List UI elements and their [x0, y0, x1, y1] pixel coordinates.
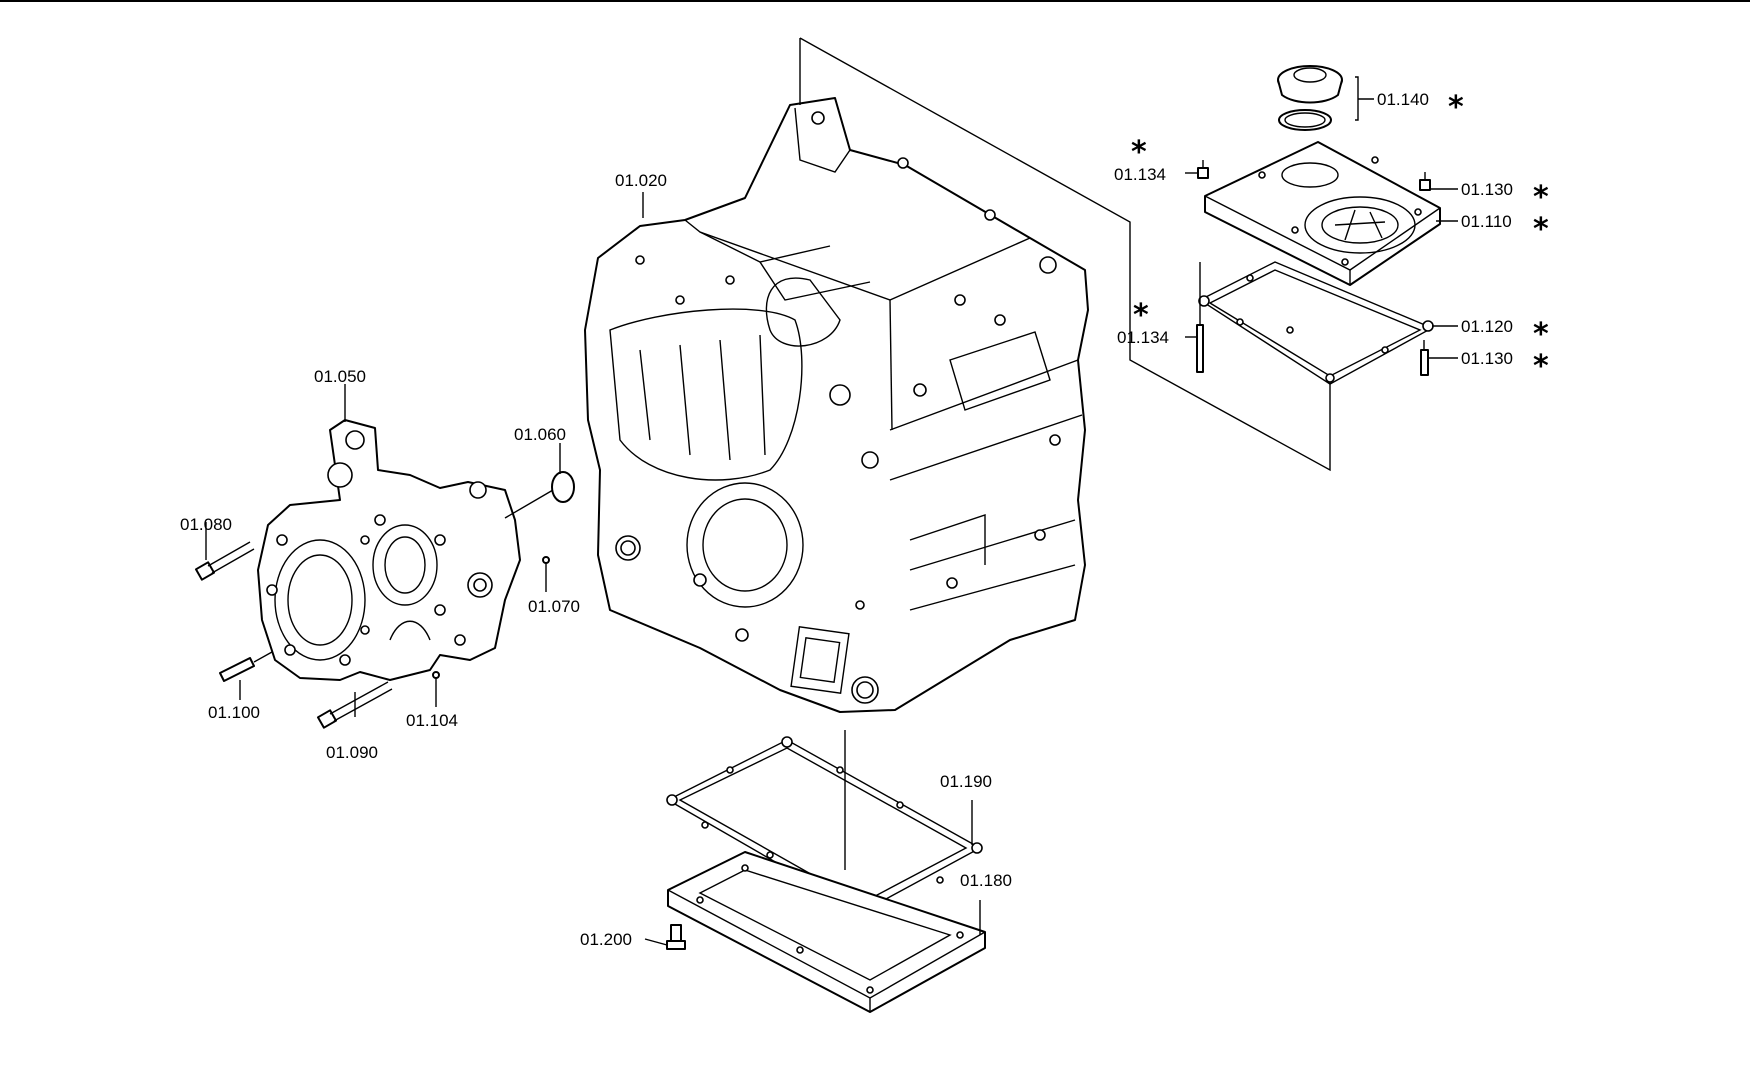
callout-01130-top: 01.130: [1461, 180, 1513, 199]
marker-01130-top: *: [1533, 180, 1549, 215]
callout-01140: 01.140: [1377, 90, 1429, 109]
cover-plate-01110[interactable]: [1204, 141, 1441, 286]
stud-01130-lower[interactable]: [1420, 340, 1429, 376]
marker-01120: *: [1533, 317, 1549, 352]
marker-01134-lower: *: [1133, 298, 1149, 333]
pump-housing[interactable]: [257, 419, 521, 681]
callout-01070: 01.070: [528, 597, 580, 616]
explode-line-top: [799, 37, 1331, 472]
callout-01200: 01.200: [580, 930, 632, 949]
plug-01104[interactable]: [432, 671, 440, 679]
callout-01120: 01.120: [1461, 317, 1513, 336]
callout-01134-top: 01.134: [1114, 165, 1166, 184]
drain-plug-01200[interactable]: [666, 924, 686, 950]
callout-01020: 01.020: [615, 171, 667, 190]
callout-01050: 01.050: [314, 367, 366, 386]
leader-lines: [205, 76, 1458, 946]
marker-01110: *: [1533, 212, 1549, 247]
bolt-01090[interactable]: [316, 681, 393, 729]
callout-01104: 01.104: [406, 711, 458, 730]
callout-01130-lower: 01.130: [1461, 349, 1513, 368]
stud-01134-lower[interactable]: [1196, 262, 1204, 373]
callout-01110: 01.110: [1461, 212, 1512, 231]
nut-01130-top[interactable]: [1419, 172, 1431, 191]
transmission-housing[interactable]: [584, 97, 1089, 713]
callout-01100: 01.100: [208, 703, 260, 722]
bolt-01080[interactable]: [194, 541, 255, 581]
marker-01140: *: [1448, 90, 1464, 125]
screw-01134-top[interactable]: [1197, 160, 1209, 179]
plug-01070[interactable]: [542, 556, 550, 564]
callout-01134-lower: 01.134: [1117, 328, 1169, 347]
pin-01100[interactable]: [219, 651, 273, 682]
oil-pan-01180[interactable]: [667, 851, 986, 1013]
callout-01080: 01.080: [180, 515, 232, 534]
callout-01090: 01.090: [326, 743, 378, 762]
breather-cap-01140[interactable]: [1277, 65, 1343, 131]
marker-01134-top: *: [1131, 135, 1147, 170]
top-border-line: [0, 0, 1750, 2]
o-ring-01060[interactable]: [551, 471, 575, 503]
gasket-01120[interactable]: [1198, 261, 1434, 385]
callout-01190: 01.190: [940, 772, 992, 791]
callout-01180: 01.180: [960, 871, 1012, 890]
marker-01130-lower: *: [1533, 349, 1549, 384]
callout-01060: 01.060: [514, 425, 566, 444]
